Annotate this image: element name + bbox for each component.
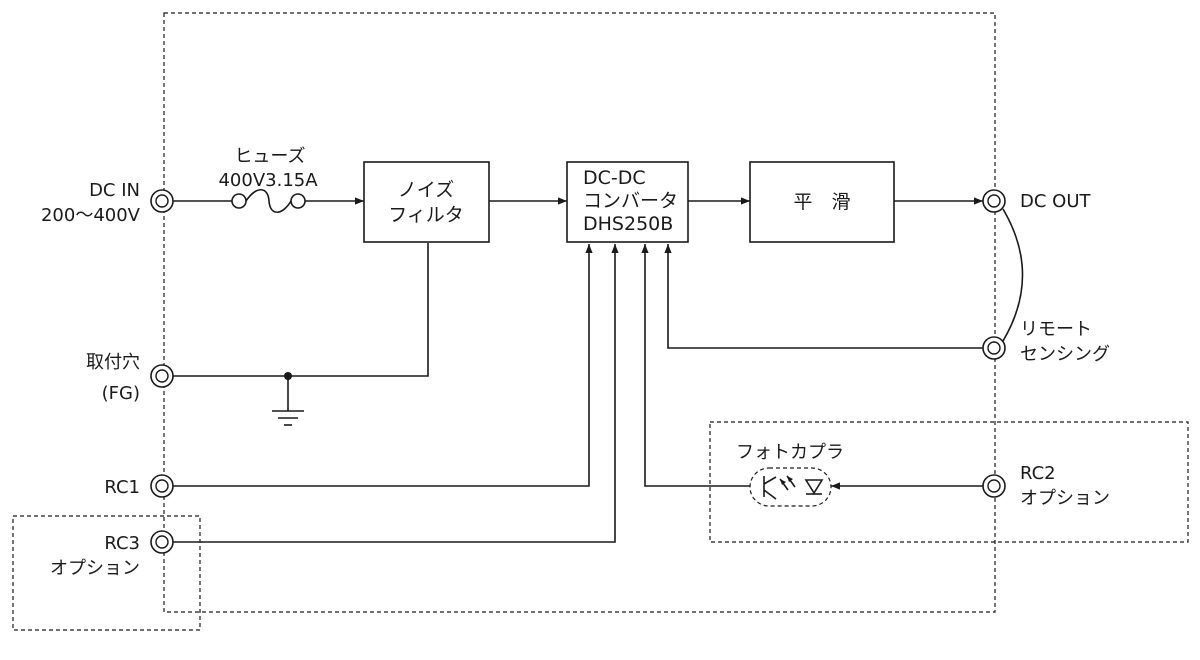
photocoupler-body xyxy=(749,467,832,507)
ground-icon xyxy=(272,410,304,426)
mount-hole-label: 取付穴 xyxy=(86,352,140,373)
fuse-rating: 400V3.15A xyxy=(218,170,318,191)
dcdc-converter-block xyxy=(566,161,689,243)
noise-filter-block xyxy=(363,161,490,243)
wire-rc3-to-converter xyxy=(173,244,619,543)
main-enclosure xyxy=(163,12,996,613)
rc1-terminal xyxy=(150,474,174,498)
mount-fg-terminal xyxy=(150,364,174,388)
rc2-terminal xyxy=(982,474,1006,498)
fuse-name: ヒューズ xyxy=(234,146,305,167)
converter-label-line3: DHS250B xyxy=(583,213,673,235)
dc-out-label: DC OUT xyxy=(1020,191,1091,212)
photocoupler-label: フォトカプラ xyxy=(736,442,844,463)
fuse-symbol xyxy=(231,188,306,214)
wire-photocoupler-to-converter xyxy=(641,244,750,487)
rc3-option-enclosure xyxy=(12,515,201,631)
wire-rc1-to-converter xyxy=(173,244,593,487)
rc3-option-label: オプション xyxy=(50,558,140,579)
rc2-option-enclosure xyxy=(709,421,1189,543)
wire-remote-to-converter xyxy=(664,244,983,349)
remote-sensing-terminal xyxy=(982,336,1006,360)
smoothing-block xyxy=(749,161,895,243)
sensing-label: センシング xyxy=(1020,344,1110,365)
rc3-terminal xyxy=(150,530,174,554)
remote-label: リモート xyxy=(1020,319,1092,340)
rc2-option-label: オプション xyxy=(1020,488,1110,509)
converter-label-line2: コンバータ xyxy=(583,190,678,212)
fg-label: (FG) xyxy=(102,383,140,404)
dc-in-label: DC IN xyxy=(89,180,140,201)
wire-dcout-remote-link xyxy=(1002,208,1024,342)
dc-in-terminal xyxy=(150,189,174,213)
rc1-label: RC1 xyxy=(104,477,140,498)
dc-out-terminal xyxy=(982,189,1006,213)
led-diode-icon xyxy=(804,479,824,495)
dc-in-range: 200〜400V xyxy=(41,205,141,226)
wire-filter-to-fg xyxy=(173,243,429,377)
noise-filter-label-line1: ノイズ xyxy=(398,179,454,201)
rc2-label: RC2 xyxy=(1020,463,1056,484)
rc3-label: RC3 xyxy=(104,533,140,554)
smoothing-label: 平 滑 xyxy=(793,191,850,213)
converter-label-line1: DC-DC xyxy=(583,167,646,189)
phototransistor-icon xyxy=(763,475,796,500)
noise-filter-label-line2: フィルタ xyxy=(388,204,464,226)
